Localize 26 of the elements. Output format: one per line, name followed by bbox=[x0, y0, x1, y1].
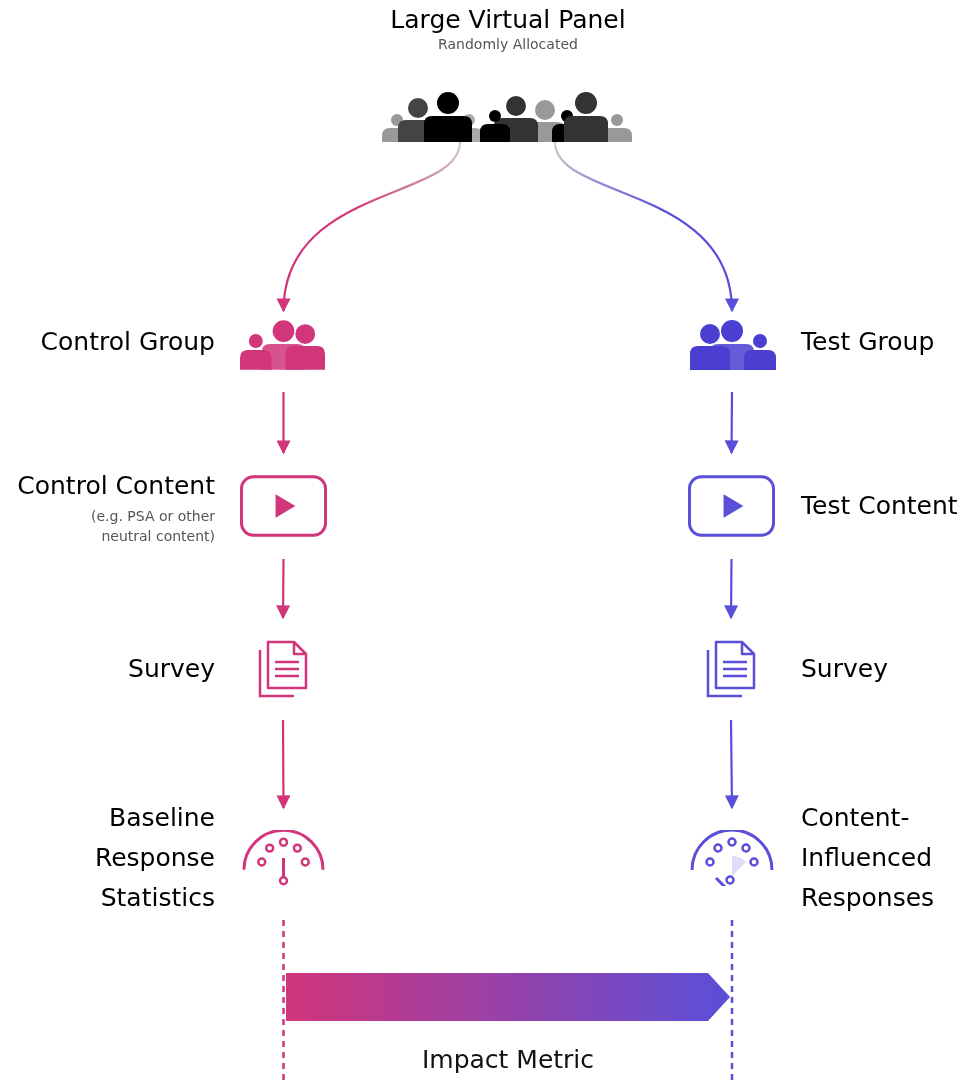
document-icon bbox=[258, 640, 308, 698]
arrow bbox=[724, 559, 739, 620]
node-label: Baseline Response Statistics bbox=[93, 802, 215, 914]
node-note: (e.g. PSA or other neutral content) bbox=[90, 507, 215, 546]
arrow bbox=[276, 720, 291, 810]
gauge-icon bbox=[688, 830, 776, 886]
arrow bbox=[276, 392, 291, 455]
node-label: Survey bbox=[127, 653, 215, 685]
node-label: Large Virtual Panel bbox=[389, 4, 627, 36]
node-label: Control Group bbox=[39, 325, 215, 358]
node-label: Control Content bbox=[16, 470, 215, 502]
node-label: Test Content bbox=[801, 490, 959, 522]
arrow bbox=[724, 392, 739, 455]
arrow bbox=[276, 559, 291, 620]
node-label: Survey bbox=[801, 653, 889, 685]
arrow bbox=[724, 720, 739, 810]
document-icon bbox=[706, 640, 756, 698]
node-note: Randomly Allocated bbox=[437, 35, 579, 54]
metric-label: Impact Metric bbox=[420, 1044, 596, 1076]
arrow bbox=[553, 141, 738, 313]
play-button-icon bbox=[240, 475, 327, 537]
node-label: Test Group bbox=[801, 325, 936, 358]
gauge-icon bbox=[240, 830, 327, 886]
node-label: Content-Influenced Responses bbox=[801, 802, 936, 914]
play-button-icon bbox=[688, 475, 775, 537]
arrow bbox=[278, 141, 462, 313]
